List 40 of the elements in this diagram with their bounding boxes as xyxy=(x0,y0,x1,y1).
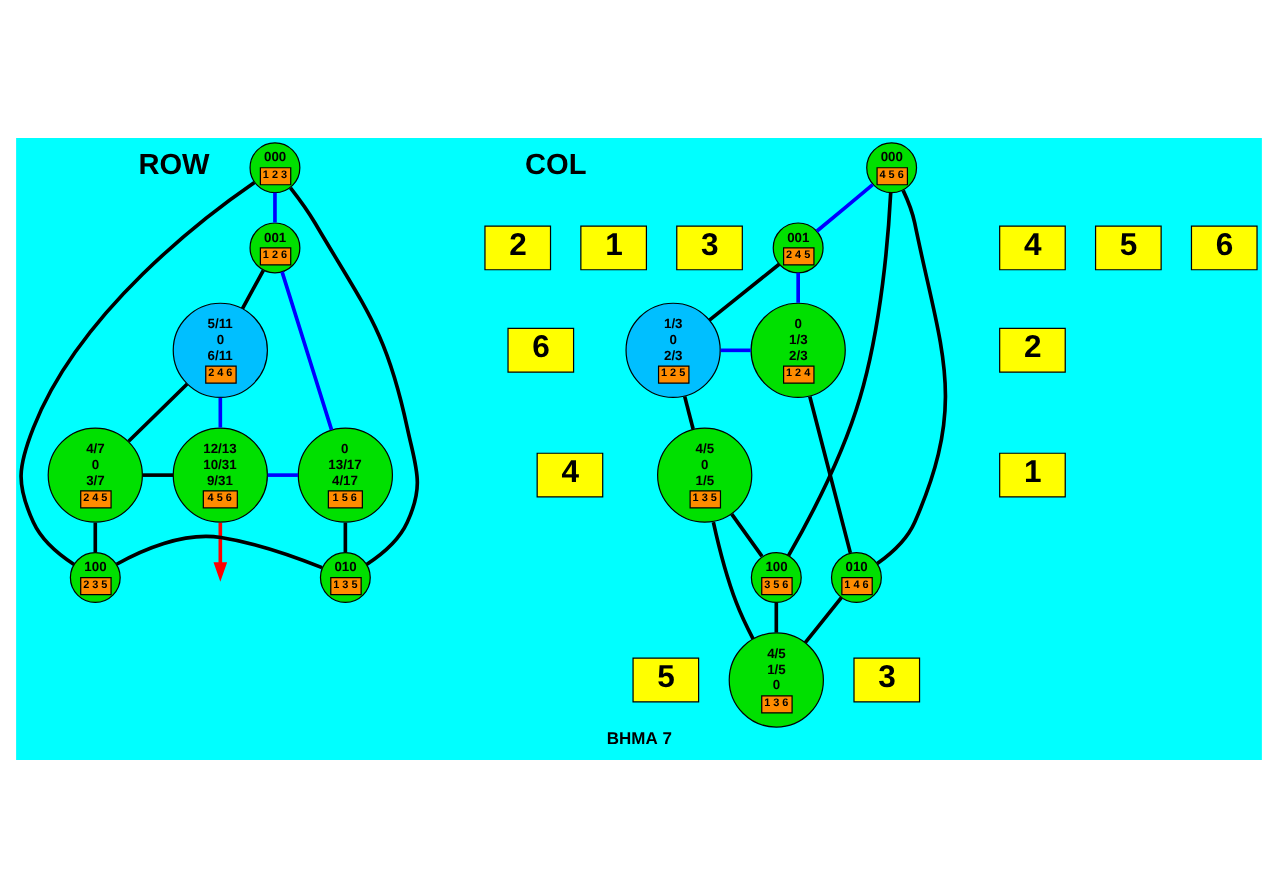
node-box: 2 xyxy=(484,224,552,270)
connector xyxy=(273,191,277,222)
connector xyxy=(19,180,256,566)
connector xyxy=(142,472,173,476)
connector xyxy=(115,533,323,569)
connector xyxy=(730,512,764,557)
connector xyxy=(876,188,948,565)
connector xyxy=(796,271,800,302)
node-box: 1 xyxy=(580,224,648,270)
connector xyxy=(289,185,420,566)
connector xyxy=(93,521,98,552)
node-box: 3 xyxy=(676,224,743,270)
connector xyxy=(267,472,299,476)
node-box: 5 xyxy=(632,656,700,702)
node-box: 6 xyxy=(1190,224,1258,270)
connector xyxy=(803,595,843,643)
connector xyxy=(343,521,348,552)
connector xyxy=(218,396,223,427)
node-box: 3 xyxy=(853,656,921,702)
connector xyxy=(815,182,874,232)
label: COL xyxy=(525,149,587,182)
node-box: 5 xyxy=(1094,224,1162,270)
connector xyxy=(280,270,334,430)
connector xyxy=(127,381,189,442)
connector xyxy=(682,394,695,429)
caption: ΒΗΜΑ 7 xyxy=(606,727,672,748)
connector xyxy=(786,191,893,556)
connector xyxy=(711,520,755,639)
connector xyxy=(774,601,779,632)
node-box: 4 xyxy=(536,451,604,497)
connector xyxy=(708,261,781,321)
connector xyxy=(240,268,265,309)
node-box: 1 xyxy=(999,451,1066,497)
label: ROW xyxy=(138,149,210,182)
connector xyxy=(808,395,853,553)
node-box: 4 xyxy=(999,224,1066,270)
node-box: 2 xyxy=(999,326,1066,372)
connector xyxy=(720,347,751,352)
node-box: 6 xyxy=(507,326,575,372)
arrow xyxy=(213,521,228,581)
